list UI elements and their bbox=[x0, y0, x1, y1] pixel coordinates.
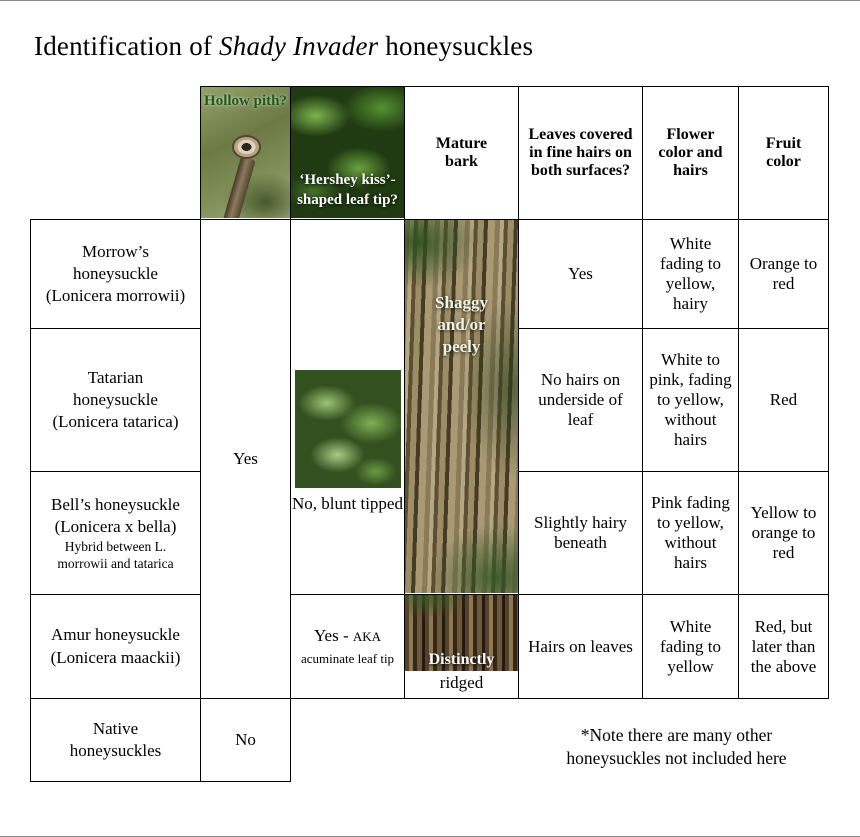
cell-bark-ridged: Distinctly ridged bbox=[404, 594, 519, 699]
header-mature-bark-label: Mature bark bbox=[435, 135, 488, 170]
header-mature-bark: Mature bark bbox=[404, 86, 519, 220]
cell-hollow-pith-yes: Yes bbox=[200, 219, 291, 699]
blunt-leaf-photo bbox=[294, 370, 401, 488]
row-label-tatarian: Tatarian honeysuckle (Lonicera tatarica) bbox=[30, 328, 201, 472]
leaf-tip-blunt-label: No, blunt tipped bbox=[292, 494, 403, 513]
cell-flower-amur: White fading to yellow bbox=[642, 594, 739, 699]
shaggy-bark-photo: Shaggy and/or peely bbox=[405, 220, 518, 593]
hershey-kiss-photo-background bbox=[291, 87, 404, 218]
hollow-pith-photo: Hollow pith? bbox=[201, 87, 290, 218]
corner-empty-cell bbox=[31, 87, 201, 220]
cell-fruit-bell: Yellow to orange to red bbox=[738, 471, 829, 595]
species-latin: (Lonicera tatarica) bbox=[52, 412, 179, 432]
row-label-native: Native honeysuckles bbox=[30, 698, 201, 782]
species-hybrid-note: Hybrid between L. morrowii and tatarica bbox=[57, 538, 174, 571]
cell-flower-tatarian: White to pink, fading to yellow, without… bbox=[642, 328, 739, 472]
header-flower: Flower color and hairs bbox=[642, 86, 739, 220]
row-label-amur: Amur honeysuckle (Lonicera maackii) bbox=[30, 594, 201, 699]
header-hershey-kiss-label: ‘Hershey kiss’-shaped leaf tip? bbox=[297, 172, 398, 208]
species-name: Bell’s honeysuckle bbox=[51, 494, 180, 514]
header-hollow-pith: Hollow pith? bbox=[200, 86, 291, 220]
identification-table: Hollow pith? ‘Hershey kiss’-shaped leaf … bbox=[30, 86, 829, 782]
row-tatarian: Tatarian honeysuckle (Lonicera tatarica)… bbox=[30, 328, 829, 472]
title-part1: Identification of bbox=[34, 31, 220, 61]
cell-hairs-amur: Hairs on leaves bbox=[518, 594, 643, 699]
hershey-kiss-photo: ‘Hershey kiss’-shaped leaf tip? bbox=[291, 87, 404, 218]
species-name: Tatarian honeysuckle bbox=[73, 367, 158, 409]
cell-leaf-tip-blunt: No, blunt tipped bbox=[290, 219, 405, 595]
header-leaf-hairs: Leaves covered in fine hairs on both sur… bbox=[518, 86, 643, 220]
header-fruit: Fruit color bbox=[738, 86, 829, 220]
pith-cross-section-shape bbox=[232, 135, 261, 159]
row-label-bell: Bell’s honeysuckle (Lonicera x bella) Hy… bbox=[30, 471, 201, 595]
header-leaf-hairs-label: Leaves covered in fine hairs on both sur… bbox=[528, 126, 633, 179]
title-part2-italic: Shady Invader bbox=[219, 31, 379, 61]
cell-fruit-amur: Red, but later than the above bbox=[738, 594, 829, 699]
species-name: Amur honeysuckle bbox=[51, 625, 180, 645]
header-flower-label: Flower color and hairs bbox=[658, 126, 723, 179]
cell-flower-morrow: White fading to yellow, hairy bbox=[642, 219, 739, 329]
bark-ridged-overlay-label: Distinctly bbox=[428, 651, 495, 668]
row-amur: Amur honeysuckle (Lonicera maackii) Yes … bbox=[30, 594, 829, 699]
cell-fruit-morrow: Orange to red bbox=[738, 219, 829, 329]
leaf-tip-acuminate-main: Yes - bbox=[313, 626, 353, 646]
header-hershey-kiss: ‘Hershey kiss’-shaped leaf tip? bbox=[290, 86, 405, 220]
bark-shaggy-label-wrap: Shaggy and/or peely bbox=[406, 292, 518, 358]
species-latin: (Lonicera morrowii) bbox=[45, 286, 186, 306]
title-part3: honeysuckles bbox=[378, 31, 534, 61]
species-name: Native honeysuckles bbox=[69, 718, 162, 760]
ridged-bark-photo: Distinctly bbox=[405, 595, 518, 671]
header-fruit-label: Fruit color bbox=[765, 135, 802, 170]
cell-hairs-bell: Slightly hairy beneath bbox=[518, 471, 643, 595]
footnote-cell: *Note there are many other honeysuckles … bbox=[291, 699, 829, 782]
cell-leaf-tip-acuminate: Yes - AKA acuminate leaf tip bbox=[290, 594, 405, 699]
cell-flower-bell: Pink fading to yellow, without hairs bbox=[642, 471, 739, 595]
species-latin: (Lonicera x bella) bbox=[54, 516, 177, 536]
row-label-morrow: Morrow’s honeysuckle (Lonicera morrowii) bbox=[30, 219, 201, 329]
row-native: Native honeysuckles No *Note there are m… bbox=[30, 698, 829, 782]
cell-hairs-morrow: Yes bbox=[518, 219, 643, 329]
bark-shaggy-label: Shaggy and/or peely bbox=[435, 293, 488, 357]
shaggy-bark-photo-background bbox=[405, 220, 518, 593]
species-name: Morrow’s honeysuckle bbox=[73, 241, 158, 283]
header-row: Hollow pith? ‘Hershey kiss’-shaped leaf … bbox=[31, 86, 829, 220]
footnote-text: *Note there are many other honeysuckles … bbox=[566, 724, 787, 769]
row-morrow: Morrow’s honeysuckle (Lonicera morrowii)… bbox=[30, 219, 829, 699]
cell-hairs-tatarian: No hairs on underside of leaf bbox=[518, 328, 643, 472]
page-title: Identification of Shady Invader honeysuc… bbox=[34, 31, 533, 62]
cell-bark-shaggy: Shaggy and/or peely bbox=[404, 219, 519, 595]
leaf-tip-acuminate-detail: AKA acuminate leaf tip bbox=[300, 629, 395, 666]
bark-ridged-below-label: ridged bbox=[439, 673, 484, 692]
cell-fruit-tatarian: Red bbox=[738, 328, 829, 472]
header-hollow-pith-label: Hollow pith? bbox=[204, 93, 287, 109]
cell-hollow-pith-no: No bbox=[200, 698, 291, 782]
species-latin: (Lonicera maackii) bbox=[50, 647, 181, 667]
row-bell: Bell’s honeysuckle (Lonicera x bella) Hy… bbox=[30, 471, 829, 595]
